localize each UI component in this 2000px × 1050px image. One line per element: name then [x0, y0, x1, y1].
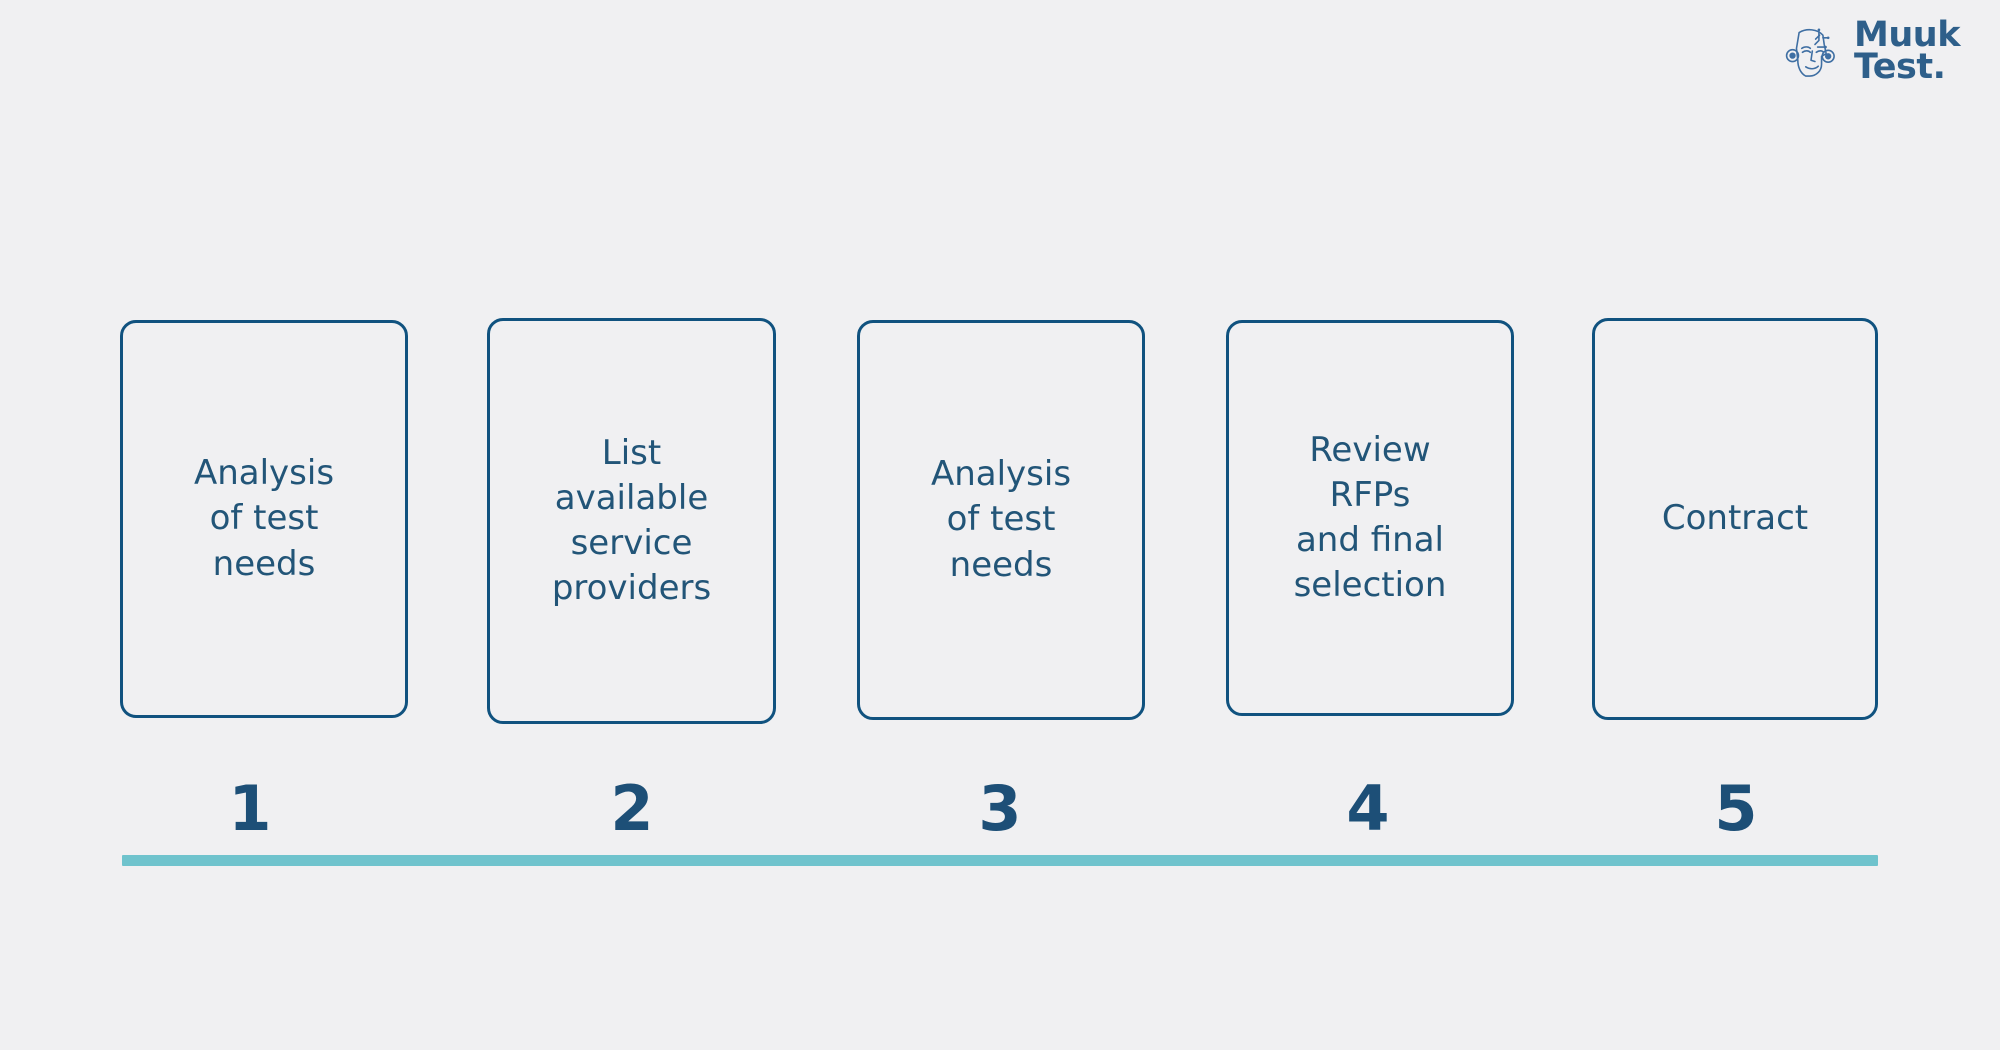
step-card-5-label: Contract: [1661, 498, 1809, 539]
step-card-1[interactable]: Analysis of test needs: [120, 320, 408, 718]
step-number-4: 4: [1346, 772, 1390, 845]
process-timeline-bar: [122, 855, 1878, 866]
step-card-3[interactable]: Analysis of test needs: [857, 320, 1145, 720]
step-card-4[interactable]: Review RFPs and final selection: [1226, 320, 1514, 716]
step-number-5: 5: [1714, 772, 1758, 845]
face-circuit-logo-icon: [1785, 28, 1835, 77]
brand-logo: Muuk Test.: [1778, 14, 1960, 87]
step-card-4-label: Review RFPs and final selection: [1293, 429, 1447, 606]
step-card-5[interactable]: Contract: [1592, 318, 1878, 720]
step-card-2[interactable]: List available service providers: [487, 318, 776, 724]
step-card-3-label: Analysis of test needs: [930, 454, 1072, 585]
brand-name-line1: Muuk: [1854, 14, 1960, 55]
brand-wordmark: Muuk Test.: [1854, 14, 1960, 87]
brand-name-line2: Test.: [1854, 47, 1946, 87]
step-card-2-label: List available service providers: [551, 432, 712, 609]
step-number-1: 1: [228, 772, 272, 845]
step-card-1-label: Analysis of test needs: [193, 453, 335, 584]
step-number-2: 2: [610, 772, 654, 845]
step-number-3: 3: [978, 772, 1022, 845]
